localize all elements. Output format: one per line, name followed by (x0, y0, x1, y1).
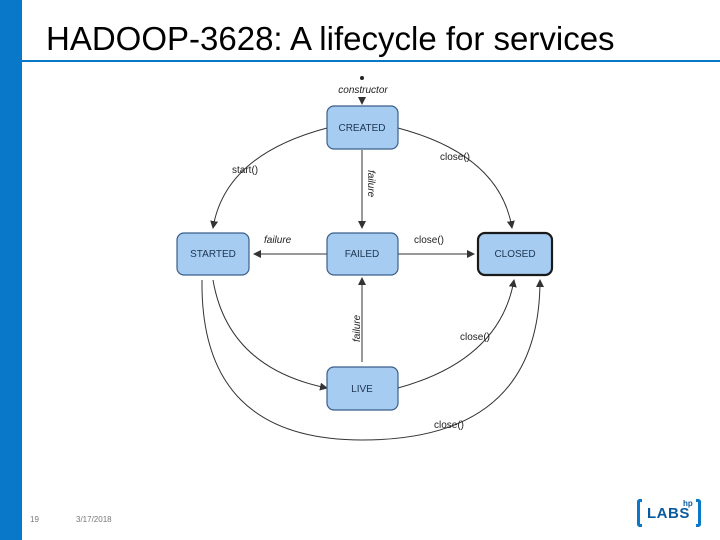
state-closed: CLOSED (476, 231, 554, 277)
logo-bracket-left (637, 499, 642, 527)
title-underline (22, 60, 720, 62)
entry-label: constructor (338, 85, 388, 96)
state-live-label: LIVE (351, 384, 373, 395)
initial-state-dot (360, 76, 364, 80)
edge-started-closed (201, 279, 544, 441)
left-accent-bar (0, 0, 22, 540)
slide-number: 19 (30, 515, 39, 524)
state-failed: FAILED (326, 232, 399, 276)
edge-live-closed (397, 279, 517, 389)
hp-labs-logo: LABS hp (637, 499, 701, 529)
logo-text: LABS (647, 505, 690, 522)
state-created: CREATED (326, 105, 399, 150)
label-started-close: close() (434, 420, 464, 431)
label-failed-close: close() (414, 235, 444, 246)
state-started-label: STARTED (190, 249, 236, 260)
slide-date: 3/17/2018 (76, 515, 112, 524)
edge-created-started (210, 127, 328, 229)
edge-created-closed (397, 127, 515, 229)
edge-started-live (212, 279, 328, 391)
label-created-close: close() (440, 152, 470, 163)
label-created-failure: failure (365, 170, 376, 198)
label-started-failure: failure (264, 235, 292, 246)
logo-superscript: hp (683, 499, 693, 508)
logo-bracket-right (696, 499, 701, 527)
label-live-close: close() (460, 332, 490, 343)
state-created-label: CREATED (338, 123, 385, 134)
state-failed-label: FAILED (345, 249, 379, 260)
state-live: LIVE (326, 366, 399, 411)
state-closed-label: CLOSED (494, 249, 535, 260)
slide-title: HADOOP-3628: A lifecycle for services (46, 20, 615, 57)
label-start: start() (232, 165, 258, 176)
label-live-failure: failure (352, 314, 363, 342)
state-started: STARTED (176, 232, 250, 276)
